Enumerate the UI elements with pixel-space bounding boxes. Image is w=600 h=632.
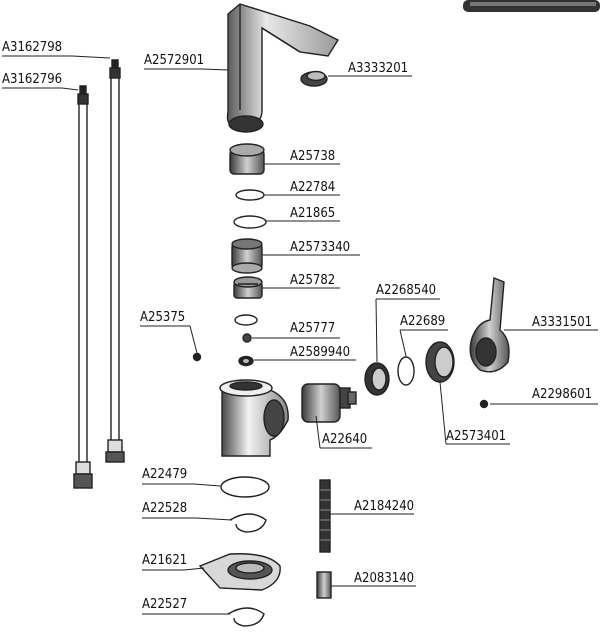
clip-a22527 [227,607,265,627]
nut-a2083140 [316,571,332,599]
header-corner-bar-inner [470,2,596,6]
label-a2083140: A2083140 [354,571,414,586]
label-a3162796: A3162796 [2,72,62,87]
callout-a3162796: A3162796 [2,72,79,91]
callout-a2572901: A2572901 [144,53,229,71]
label-a2573401: A2573401 [446,429,506,444]
part-a2589940 [238,355,254,367]
label-a2268540: A2268540 [376,283,436,298]
label-a22528: A22528 [142,501,187,516]
label-a3333201: A3333201 [348,61,408,76]
oring-a22689 [397,356,415,386]
callout-a22527: A22527 [142,597,230,615]
ring-a2268540 [364,362,390,396]
callout-a25777: A25777 [252,321,340,339]
label-a22479: A22479 [142,467,187,482]
callout-a21621: A21621 [142,553,205,571]
label-a25738: A25738 [290,149,335,164]
callout-a3333201: A3333201 [328,61,412,77]
cover-a2573401 [425,341,455,383]
label-a21865: A21865 [290,206,335,221]
callout-a3162798: A3162798 [2,40,111,59]
label-a22640: A22640 [322,432,367,447]
oring-a22784 [235,189,265,201]
hose-a3162798 [105,59,125,463]
callout-a2573340: A2573340 [262,240,360,256]
label-a2572901: A2572901 [144,53,204,68]
label-a22689: A22689 [400,314,445,329]
clip-a22528 [229,513,267,533]
plate-a21621 [198,553,281,591]
callout-a2589940: A2589940 [254,345,356,361]
callout-a3331501: A3331501 [504,315,598,331]
threaded-rod-a2184240 [319,479,331,553]
screw-a2298601 [479,399,489,409]
callout-a22479: A22479 [142,467,221,487]
aerator-a3333201 [300,70,328,87]
spout-a2572901 [226,3,340,133]
callout-a2083140: A2083140 [331,571,416,587]
label-a3162798: A3162798 [2,40,62,55]
gasket-a22479 [220,476,270,498]
label-a2298601: A2298601 [532,387,592,402]
fitting-a2573340 [231,238,263,274]
callout-a22689: A22689 [399,314,448,357]
hose-a3162796 [73,85,93,489]
mixer-body [219,379,289,457]
oring-small-ring [234,314,258,326]
screw-a25375 [192,352,202,362]
label-a22527: A22527 [142,597,187,612]
callout-a22640: A22640 [315,415,372,449]
callout-a25375: A25375 [140,310,198,354]
washer-a25777 [242,333,252,343]
label-a2573340: A2573340 [290,240,350,255]
cartridge-a22640 [301,383,357,423]
callout-a25782: A25782 [262,273,340,289]
callout-a2184240: A2184240 [330,499,414,515]
oring-a21865 [233,215,267,229]
label-a21621: A21621 [142,553,187,568]
callout-a2573401: A2573401 [439,381,510,445]
callout-a2298601: A2298601 [490,387,598,405]
label-a2184240: A2184240 [354,499,414,514]
label-a25777: A25777 [290,321,335,336]
label-a25782: A25782 [290,273,335,288]
nut-a25738 [229,143,265,175]
label-a2589940: A2589940 [290,345,350,360]
cap-a25782 [233,276,263,299]
callout-a22784: A22784 [264,180,340,196]
label-a3331501: A3331501 [532,315,592,330]
callout-a2268540: A2268540 [375,283,440,363]
callout-a25738: A25738 [264,149,340,165]
callout-a22528: A22528 [142,501,233,521]
callout-a21865: A21865 [266,206,340,222]
label-a22784: A22784 [290,180,335,195]
label-a25375: A25375 [140,310,185,325]
lever-handle-a3331501 [469,277,510,373]
